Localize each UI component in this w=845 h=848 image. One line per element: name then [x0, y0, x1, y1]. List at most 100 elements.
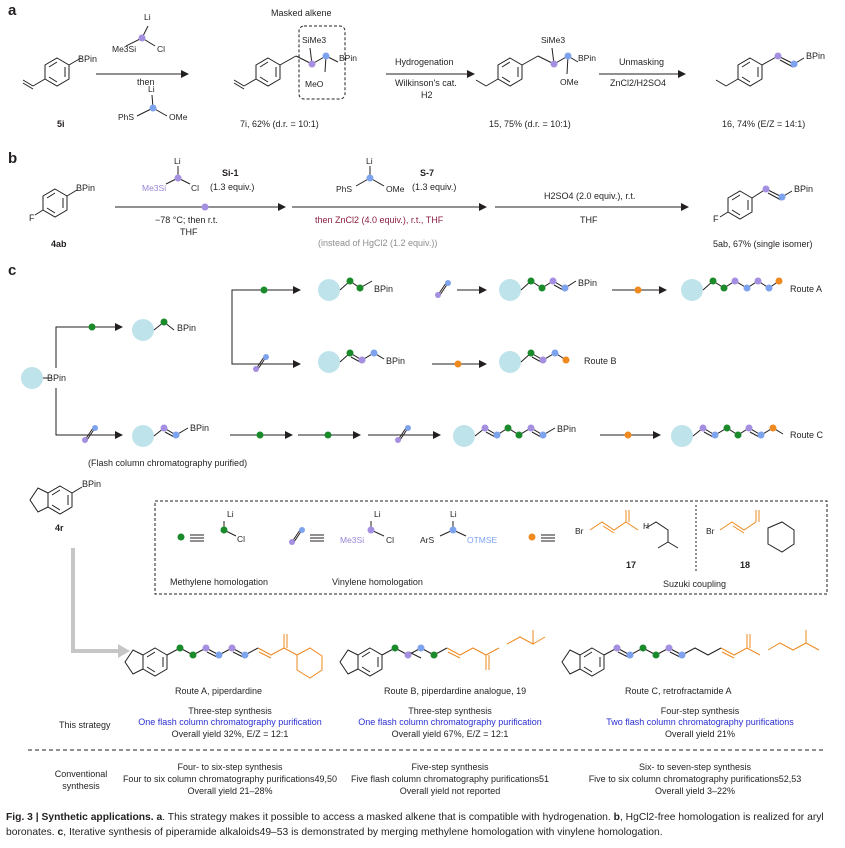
- p2-sime3: SiMe3: [541, 35, 566, 45]
- s7-cond-zncl2: then ZnCl2 (4.0 equiv.), r.t., THF: [315, 215, 444, 225]
- legend-br-17: Br: [575, 526, 584, 536]
- benzene-16: [715, 57, 763, 87]
- route-a-label: Route A: [790, 284, 823, 294]
- panel-label-c: c: [8, 262, 17, 279]
- benzene-5ab: [719, 190, 753, 220]
- p-5ab-f: F: [713, 214, 719, 224]
- c-purif: Two flash column chromatography purifica…: [606, 717, 794, 727]
- p1-sime3: SiMe3: [302, 35, 327, 45]
- sm-5i-bpin: BPin: [78, 54, 98, 64]
- reagent-s7-name: S-7: [420, 168, 435, 178]
- reagent-top-cl: Cl: [157, 44, 166, 54]
- a-yield: Overall yield 32%, E/Z = 12:1: [171, 729, 289, 739]
- reagent-si1-name: Si-1: [222, 168, 239, 178]
- route-c-label: Route C: [790, 430, 824, 440]
- route-b-label: Route B: [584, 356, 617, 366]
- legend-li-1: Li: [227, 509, 234, 519]
- panel-a-scheme: [22, 25, 805, 117]
- b-yield: Overall yield 67%, E/Z = 12:1: [391, 729, 509, 739]
- sm-4ab-label: 4ab: [51, 239, 67, 249]
- hydrogenation-label: Hydrogenation: [395, 57, 454, 67]
- reagent-si1-li: Li: [174, 156, 181, 166]
- start-bpin: BPin: [47, 373, 67, 383]
- p1-bpin: BPin: [339, 53, 357, 63]
- sm-4r-bpin: BPin: [82, 479, 102, 489]
- this-strategy-label: This strategy: [59, 720, 111, 730]
- sm-4ab-bpin: BPin: [76, 183, 96, 193]
- masked-alkene-label: Masked alkene: [271, 8, 332, 18]
- ca-purif: Four to six column chromatography purifi…: [122, 774, 338, 784]
- conventional-synthesis-label: synthesis: [62, 781, 100, 791]
- cb-steps: Five-step synthesis: [411, 762, 489, 772]
- p1-meo: MeO: [305, 79, 324, 89]
- product-b-name: Route B, piperdardine analogue, 19: [384, 686, 527, 696]
- caption-b-text: , HgCl2-free homologation is realized fo…: [6, 812, 824, 838]
- p3-bpin: BPin: [806, 51, 826, 61]
- legend-otmse: OTMSE: [467, 535, 498, 545]
- caption-a: a: [156, 812, 163, 823]
- acid-cond: H2SO4 (2.0 equiv.), r.t.: [544, 191, 636, 201]
- legend-vinylene: Vinylene homologation: [332, 577, 423, 587]
- legend-suzuki: Suzuki coupling: [663, 579, 727, 589]
- b-purif: One flash column chromatography purifica…: [358, 717, 542, 727]
- reagent-si1-equiv: (1.3 equiv.): [210, 182, 255, 192]
- reagent-top-tms: Me3Si: [112, 44, 137, 54]
- reagent-bottom-phs: PhS: [118, 112, 135, 122]
- flash-purified-note: (Flash column chromatography purified): [88, 458, 248, 468]
- caption-c: c: [57, 827, 64, 838]
- benzene-7i: [233, 57, 281, 90]
- structure-4r: [29, 485, 83, 515]
- c-steps: Four-step synthesis: [660, 706, 740, 716]
- zncl2-label: ZnCl2/H2SO4: [610, 78, 667, 88]
- unmasking-label: Unmasking: [619, 57, 665, 67]
- conventional-label: Conventional: [54, 769, 108, 779]
- legend-li-2: Li: [374, 509, 381, 519]
- reagent-s7-li: Li: [366, 156, 373, 166]
- a-steps: Three-step synthesis: [188, 706, 272, 716]
- caption-fig: Fig. 3 | Synthetic applications.: [6, 812, 154, 823]
- caption-a-text: . This strategy makes it possible to acc…: [162, 812, 611, 823]
- cb-purif: Five flash column chromatography purific…: [350, 774, 550, 784]
- h2-label: H2: [421, 90, 433, 100]
- sm-4ab-f: F: [29, 213, 35, 223]
- legend-br-18: Br: [706, 526, 715, 536]
- product-7i-label: 7i, 62% (d.r. = 10:1): [240, 119, 319, 129]
- caption-b: b: [613, 812, 620, 823]
- wilkinson-label: Wilkinson's cat.: [395, 78, 457, 88]
- routeC-int-bpin: BPin: [190, 423, 210, 433]
- product-5ab-label: 5ab, 67% (single isomer): [713, 239, 813, 249]
- product-c-name: Route C, retrofractamide A: [625, 686, 732, 696]
- product-structures: [124, 630, 820, 679]
- ca-steps: Four- to six-step synthesis: [177, 762, 283, 772]
- reagent-si1-tms: Me3Si: [142, 183, 167, 193]
- legend-methylene: Methylene homologation: [170, 577, 269, 587]
- routeA-int2-bpin: BPin: [578, 278, 598, 288]
- reagent-si1-cl: Cl: [191, 183, 200, 193]
- s7-cond-instead: (instead of HgCl2 (1.2 equiv.)): [318, 238, 438, 248]
- si1-cond-solvent: THF: [180, 227, 198, 237]
- reagent-top-li: Li: [144, 12, 151, 22]
- panel-label-b: b: [8, 150, 18, 167]
- product-16-label: 16, 74% (E/Z = 14:1): [722, 119, 806, 129]
- panel-b-scheme: [34, 166, 793, 220]
- si1-cond-temp: −78 °C; then r.t.: [155, 215, 218, 225]
- legend-cl-1: Cl: [237, 534, 246, 544]
- legend-marks: [177, 505, 795, 572]
- legend-17: 17: [626, 560, 637, 570]
- legend-tms: Me3Si: [340, 535, 365, 545]
- then-label: then: [137, 77, 155, 87]
- cc-purif: Five to six column chromatography purifi…: [588, 774, 802, 784]
- a-purif: One flash column chromatography purifica…: [138, 717, 322, 727]
- int1-bpin: BPin: [177, 323, 197, 333]
- b-steps: Three-step synthesis: [408, 706, 492, 716]
- routeB-int-bpin: BPin: [386, 356, 406, 366]
- reagent-s7-phs: PhS: [336, 184, 353, 194]
- cc-steps: Six- to seven-step synthesis: [638, 762, 752, 772]
- acid-solvent: THF: [580, 215, 598, 225]
- product-a-name: Route A, piperdardine: [175, 686, 263, 696]
- routeA-int-bpin: BPin: [374, 284, 394, 294]
- p2-ome: OMe: [560, 77, 579, 87]
- sm-4r-label: 4r: [55, 523, 64, 533]
- legend-18: 18: [740, 560, 751, 570]
